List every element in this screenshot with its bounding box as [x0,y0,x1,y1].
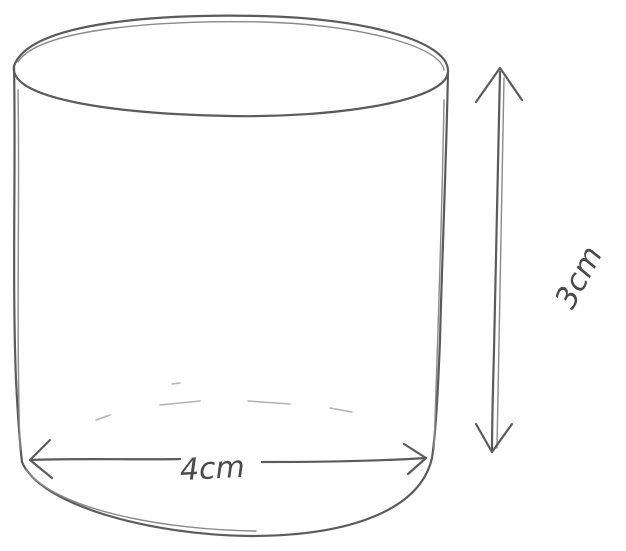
diameter-arrow [28,438,428,480]
height-label: 3cm [549,241,610,315]
cylinder-bottom-curve [20,456,434,538]
cylinder-top-ellipse [12,14,450,118]
diameter-label: 4cm [179,450,246,488]
cylinder-right-side [430,70,450,460]
height-arrow [474,66,524,454]
cylinder-base-back-edge [95,382,353,421]
